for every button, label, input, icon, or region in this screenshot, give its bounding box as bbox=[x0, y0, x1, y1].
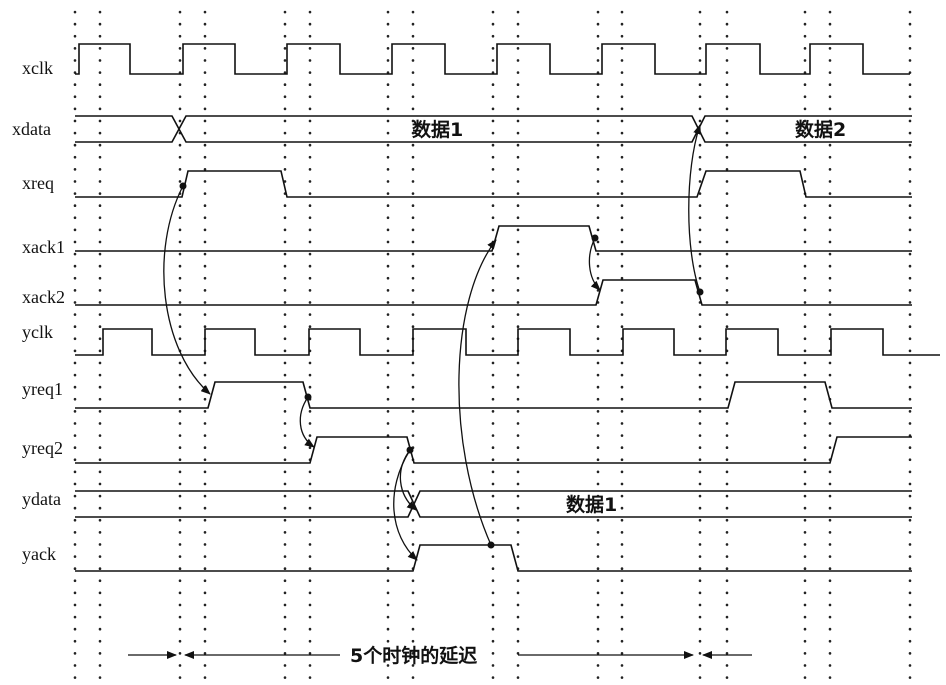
arrow-xack1-to-xack2 bbox=[588, 237, 601, 291]
waveform-yreq1 bbox=[75, 381, 912, 409]
arrow-xack2-to-xdata bbox=[688, 124, 701, 293]
waveforms: 数据1 数据2 数据1 bbox=[75, 43, 940, 572]
arrow-yack-to-xack1 bbox=[458, 239, 497, 546]
xdata-bus-label-2: 数据2 bbox=[795, 118, 846, 141]
waveform-yclk bbox=[75, 328, 940, 356]
waveform-xclk bbox=[75, 43, 910, 75]
signal-labels: xclk xdata xreq xack1 xack2 yclk yreq1 y… bbox=[12, 58, 65, 564]
signal-label-xack2: xack2 bbox=[22, 287, 65, 307]
delay-dimension: 5个时钟的延迟 bbox=[128, 644, 752, 667]
signal-label-xreq: xreq bbox=[22, 173, 54, 193]
clock-edge-guide-lines bbox=[73, 10, 912, 682]
arrow-yreq1-to-yreq2 bbox=[299, 396, 315, 448]
signal-label-xdata: xdata bbox=[12, 119, 51, 139]
xdata-bus-label-1: 数据1 bbox=[412, 118, 463, 141]
arrow-xreq-to-yreq1 bbox=[163, 185, 211, 395]
signal-label-yreq1: yreq1 bbox=[22, 379, 63, 399]
causality-arrows bbox=[163, 124, 704, 561]
signal-label-ydata: ydata bbox=[22, 489, 61, 509]
signal-label-xclk: xclk bbox=[22, 58, 53, 78]
ydata-bus-label-1: 数据1 bbox=[566, 493, 617, 516]
waveform-xack1 bbox=[75, 225, 912, 252]
delay-label: 5个时钟的延迟 bbox=[350, 644, 477, 667]
waveform-xack2 bbox=[75, 279, 912, 306]
waveform-yack bbox=[75, 544, 912, 572]
signal-label-yreq2: yreq2 bbox=[22, 438, 63, 458]
waveform-xdata bbox=[75, 115, 912, 143]
signal-label-yack: yack bbox=[22, 544, 56, 564]
signal-label-xack1: xack1 bbox=[22, 237, 65, 257]
arrow-yreq2-to-yack bbox=[393, 449, 418, 561]
signal-label-yclk: yclk bbox=[22, 322, 53, 342]
